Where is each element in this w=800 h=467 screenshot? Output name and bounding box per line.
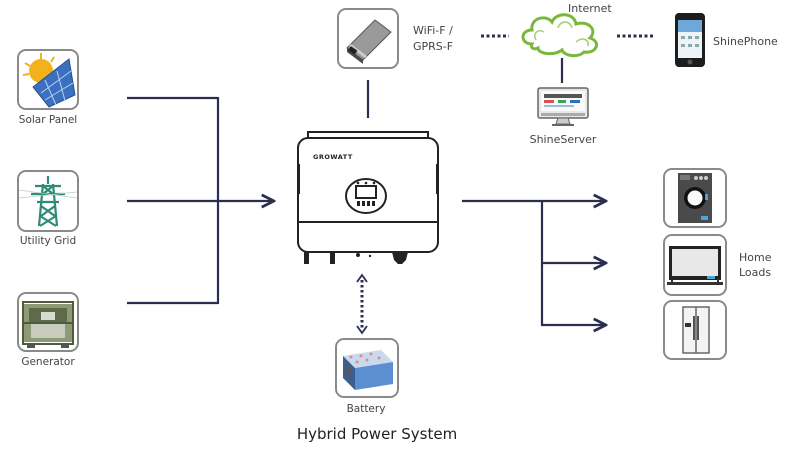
refrigerator-icon [682, 306, 710, 354]
solar-panel-label: Solar Panel [18, 114, 78, 126]
television-box [663, 234, 727, 296]
solar-panel-icon [22, 53, 76, 108]
utility-grid-box [17, 170, 79, 232]
refrigerator-box [663, 300, 727, 360]
generator-icon [22, 301, 74, 348]
generator-label: Generator [21, 356, 75, 368]
battery-icon [343, 350, 393, 390]
shinephone-icon [675, 13, 705, 67]
module-label-line1: WiFi-F / [413, 24, 453, 37]
inverter-icon [297, 131, 439, 264]
utility-grid-label: Utility Grid [19, 235, 77, 247]
battery-link [356, 273, 368, 335]
washing-machine-icon [678, 173, 712, 223]
diagram-title: Hybrid Power System [296, 425, 458, 443]
battery-box [335, 338, 399, 398]
source-bus-lines [127, 96, 274, 305]
generator-box [17, 292, 79, 352]
television-icon [667, 246, 723, 285]
home-loads-label-line2: Loads [739, 266, 772, 279]
solar-panel-box [17, 49, 79, 110]
shinephone-label: ShinePhone [713, 35, 778, 48]
battery-label: Battery [346, 403, 386, 415]
washing-machine-box [663, 168, 727, 228]
wifi-module-icon [346, 19, 392, 64]
home-loads-label-line1: Home [739, 251, 772, 264]
internet-cloud-icon [521, 13, 599, 58]
load-bus-lines [462, 201, 606, 326]
module-label-line2: GPRS-F [413, 40, 454, 53]
internet-label: Internet [568, 2, 612, 15]
wifi-module-box [337, 8, 399, 69]
shineserver-monitor-icon [537, 87, 589, 126]
utility-grid-icon [19, 176, 77, 227]
shineserver-label: ShineServer [529, 133, 597, 146]
inverter-brand: GROWATT [313, 153, 353, 161]
